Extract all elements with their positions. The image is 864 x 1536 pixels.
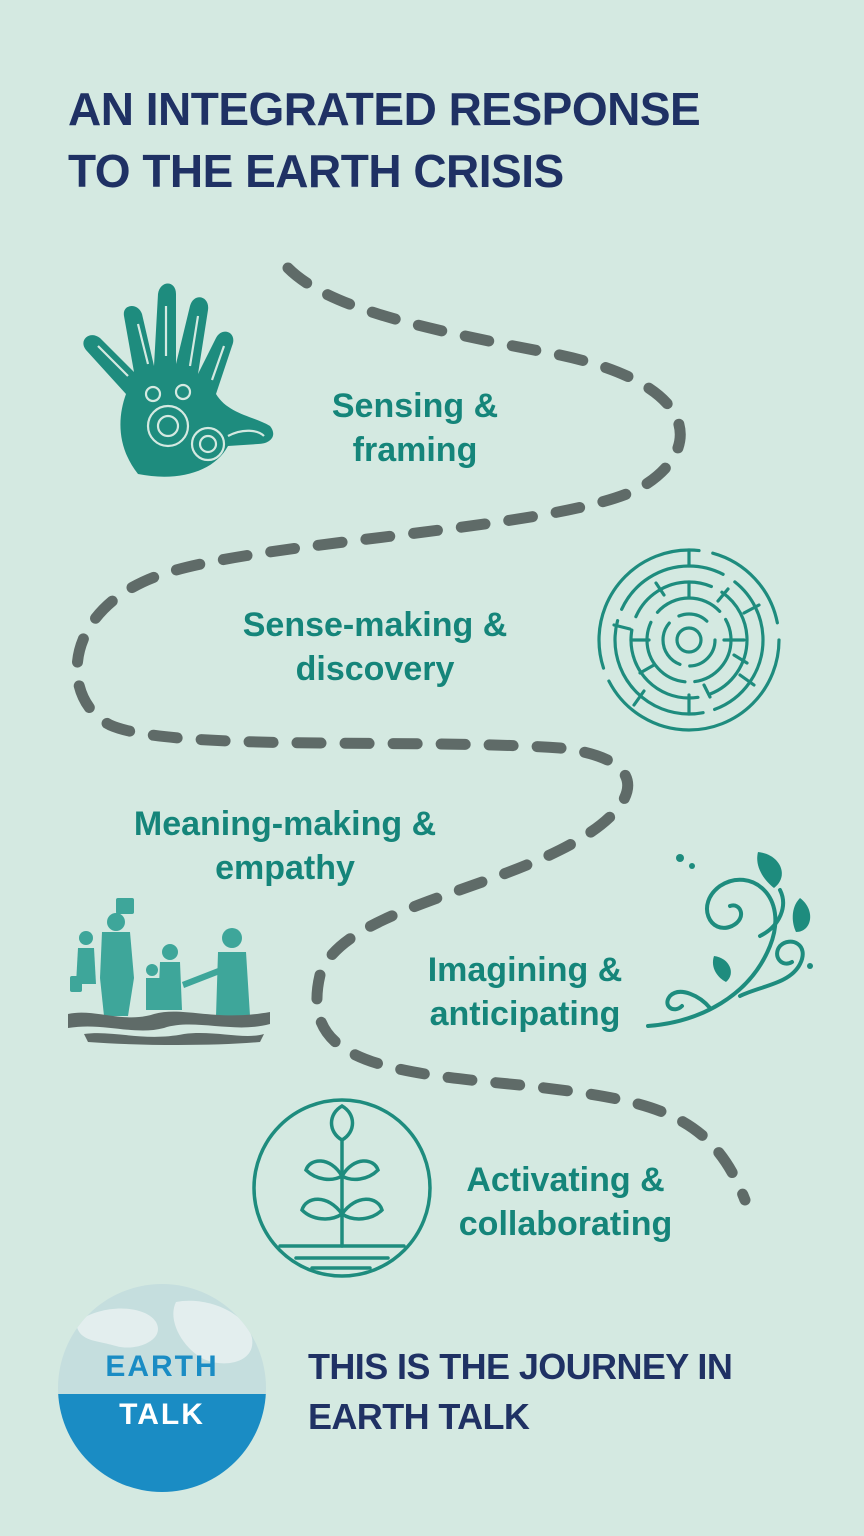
logo-word-earth: EARTH <box>105 1350 219 1383</box>
step-4-line-1: Imagining & <box>427 951 623 989</box>
step-2-line-2: discovery <box>295 650 455 688</box>
footer-line-1: THIS IS THE JOURNEY IN <box>308 1346 733 1387</box>
step-meaning-making-empathy: Meaning-making & empathy <box>90 802 480 890</box>
step-5-line-1: Activating & <box>466 1161 665 1199</box>
footer-tagline: THIS IS THE JOURNEY IN EARTH TALK <box>308 1342 733 1442</box>
logo-word-talk: TALK <box>119 1398 205 1431</box>
step-5-line-2: collaborating <box>458 1205 673 1243</box>
step-imagining-anticipating: Imagining & anticipating <box>405 948 645 1036</box>
step-sense-making-discovery: Sense-making & discovery <box>195 603 555 691</box>
maze-icon <box>597 548 781 732</box>
step-activating-collaborating: Activating & collaborating <box>438 1158 693 1246</box>
step-1-line-2: framing <box>352 431 478 469</box>
title-line-1: AN INTEGRATED RESPONSE <box>68 83 701 135</box>
earth-talk-logo <box>58 1284 266 1492</box>
step-1-line-1: Sensing & <box>331 387 499 425</box>
page-title: AN INTEGRATED RESPONSE TO THE EARTH CRIS… <box>68 78 701 202</box>
step-3-line-1: Meaning-making & <box>133 805 437 843</box>
step-sensing-framing: Sensing & framing <box>300 384 530 472</box>
handprint-icon <box>83 283 274 477</box>
step-4-line-2: anticipating <box>429 995 621 1033</box>
step-2-line-1: Sense-making & <box>242 606 508 644</box>
swirl-flourish-icon <box>646 852 813 1028</box>
seedling-icon <box>252 1098 432 1278</box>
footer-line-2: EARTH TALK <box>308 1396 530 1437</box>
title-line-2: TO THE EARTH CRISIS <box>68 145 564 197</box>
step-3-line-2: empathy <box>215 849 355 887</box>
people-in-flood-icon <box>68 898 270 1045</box>
